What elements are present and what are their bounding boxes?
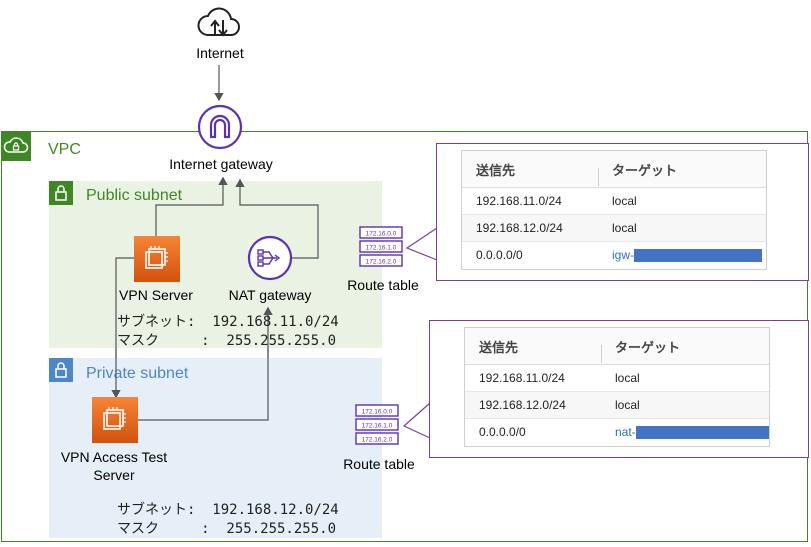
route-table-icon: 172.16.0.0 172.16.1.0 172.16.2.0 xyxy=(355,404,401,446)
redaction-bar xyxy=(634,249,763,263)
vpn-test-server-mask: マスク : 255.255.255.0 xyxy=(117,521,337,537)
private-route-table: 送信先 ターゲット 192.168.11.0/24 local 192.168.… xyxy=(464,327,770,447)
public-route-table: 送信先 ターゲット 192.168.11.0/24 local 192.168.… xyxy=(461,150,767,270)
row-target-cell: igw- xyxy=(598,247,766,263)
ec2-instance-icon xyxy=(134,236,180,282)
table-row: 0.0.0.0/0 igw- xyxy=(462,242,766,268)
route-table-icon-line: 172.16.2.0 xyxy=(366,259,397,266)
route-table-icon-line: 172.16.1.0 xyxy=(362,423,393,430)
redaction-bar xyxy=(635,426,769,440)
internet-gateway-label: Internet gateway xyxy=(169,156,273,172)
igw-target-link[interactable]: igw- xyxy=(612,247,635,262)
header-target-cell: ターゲット xyxy=(598,160,766,186)
public-subnet-label: Public subnet xyxy=(86,187,183,204)
table-row: 192.168.11.0/24 local xyxy=(462,188,766,215)
header-target: ターゲット xyxy=(612,162,678,178)
table-row: 192.168.12.0/24 local xyxy=(462,215,766,242)
row-target: local xyxy=(615,398,640,412)
private-subnet xyxy=(49,358,382,538)
public-route-table-label: Route table xyxy=(347,277,419,293)
ec2-instance-icon xyxy=(92,397,138,443)
private-subnet-label: Private subnet xyxy=(86,365,189,382)
table-row: 192.168.11.0/24 local xyxy=(465,365,769,392)
private-route-table-label: Route table xyxy=(343,456,415,472)
header-target: ターゲット xyxy=(615,339,681,355)
route-table-icon-line: 172.16.2.0 xyxy=(362,437,393,444)
public-subnet xyxy=(49,181,382,348)
row-destination: 192.168.11.0/24 xyxy=(476,194,562,208)
vpn-test-server-subnet: サブネット: 192.168.12.0/24 xyxy=(117,502,339,518)
vpn-test-server-label-line1: VPN Access Test xyxy=(60,449,168,465)
route-table-icon-line: 172.16.0.0 xyxy=(366,231,397,238)
nat-gateway-label: NAT gateway xyxy=(228,287,312,303)
column-separator xyxy=(598,167,599,186)
row-destination: 0.0.0.0/0 xyxy=(479,425,526,439)
header-target-cell: ターゲット xyxy=(601,337,769,363)
header-destination: 送信先 xyxy=(476,162,516,178)
route-table-icon-line: 172.16.1.0 xyxy=(366,245,397,252)
public-route-table-panel: 送信先 ターゲット 192.168.11.0/24 local 192.168.… xyxy=(436,143,809,281)
route-table-header: 送信先 ターゲット xyxy=(465,328,769,365)
column-separator xyxy=(601,344,602,363)
route-table-icon-line: 172.16.0.0 xyxy=(362,409,393,416)
row-destination: 192.168.11.0/24 xyxy=(479,371,565,385)
row-destination: 192.168.12.0/24 xyxy=(479,398,566,412)
route-table-header: 送信先 ターゲット xyxy=(462,151,766,188)
nat-target-link[interactable]: nat- xyxy=(615,424,636,439)
vpn-server-label: VPN Server xyxy=(119,287,193,303)
internet-label: Internet xyxy=(196,45,244,61)
header-destination: 送信先 xyxy=(479,339,519,355)
row-target: local xyxy=(612,194,637,208)
vpn-test-server-label-line2: Server xyxy=(93,467,135,483)
row-target: local xyxy=(615,371,640,385)
nat-gateway-icon xyxy=(247,235,293,281)
internet-cloud-icon xyxy=(196,5,242,41)
table-row: 0.0.0.0/0 nat- xyxy=(465,419,769,445)
internet-gateway-icon xyxy=(197,104,243,150)
vpn-server-mask: マスク : 255.255.255.0 xyxy=(117,333,337,349)
lock-icon xyxy=(49,181,73,205)
lock-icon xyxy=(49,358,73,382)
vpc-label: VPC xyxy=(48,141,81,158)
table-row: 192.168.12.0/24 local xyxy=(465,392,769,419)
private-route-table-panel: 送信先 ターゲット 192.168.11.0/24 local 192.168.… xyxy=(429,320,809,458)
row-destination: 192.168.12.0/24 xyxy=(476,221,563,235)
row-destination: 0.0.0.0/0 xyxy=(476,248,523,262)
vpc-cloud-icon xyxy=(1,131,31,161)
vpn-server-subnet: サブネット: 192.168.11.0/24 xyxy=(117,314,339,330)
row-target-cell: nat- xyxy=(601,424,769,440)
row-target: local xyxy=(612,221,637,235)
route-table-icon: 172.16.0.0 172.16.1.0 172.16.2.0 xyxy=(359,226,405,268)
